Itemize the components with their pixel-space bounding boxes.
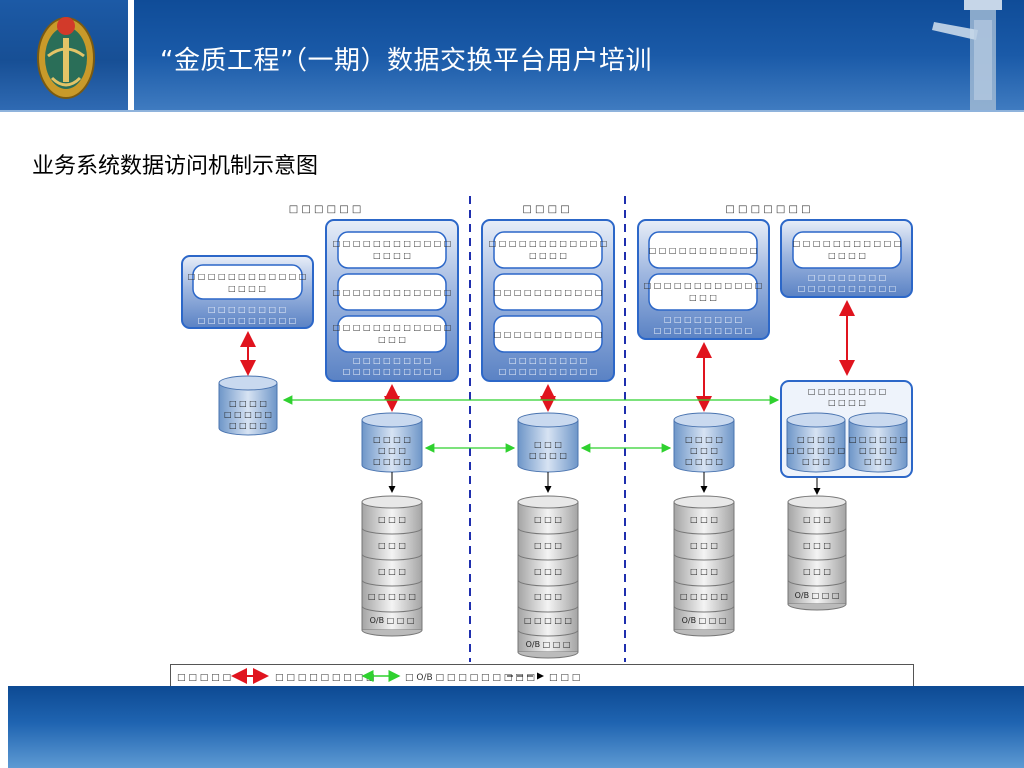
- database-icon: □ □ □ □□ □ □ □ □□ □ □ □: [218, 375, 278, 436]
- app-label: □ □ □ □ □ □ □ □ □ □ □□ □ □ □: [793, 239, 902, 260]
- database-icon: □ □ □ □ □ □□ □ □ □□ □ □: [848, 412, 908, 473]
- header-rule: [0, 110, 1024, 112]
- business-system-box: □ □ □ □ □ □ □ □ □ □ □ □ □ □ □ □ □ □ □ □ …: [637, 219, 770, 340]
- db-label: □ □ □ □ □ □□ □ □ □□ □ □: [849, 435, 907, 466]
- app-label: □ □ □ □ □ □ □ □ □ □ □ □□ □ □ □: [188, 272, 307, 293]
- app-label: □ □ □ □ □ □ □ □ □ □ □: [494, 288, 603, 297]
- section-label: □ □ □ □: [522, 204, 569, 215]
- title-band: [134, 0, 1024, 110]
- system-label: □ □ □ □ □ □ □ □: [509, 356, 587, 365]
- header-banner: “金质工程”（一期）数据交换平台用户培训: [0, 0, 1024, 110]
- system-label: □ □ □ □ □ □ □ □ □ □: [499, 367, 597, 376]
- db-label: □ □ □ □□ □ □ □ □ □□ □ □: [787, 435, 845, 466]
- system-label: □ □ □ □ □ □ □ □ □ □: [654, 326, 752, 335]
- customs-emblem-icon: [37, 17, 95, 99]
- app-label: □ □ □ □ □ □ □ □ □ □ □ □□ □ □: [644, 281, 763, 302]
- logo-panel: [0, 0, 128, 110]
- app-label: □ □ □ □ □ □ □ □ □ □ □: [649, 246, 758, 255]
- huabiao-column-icon: [932, 0, 1002, 110]
- stack-label: □ □ □: [690, 567, 718, 576]
- system-label: □ □ □ □ □ □ □ □: [208, 305, 286, 314]
- section-label: □ □ □ □ □ □ □: [725, 204, 810, 215]
- app-label: □ □ □ □ □ □ □ □ □ □ □ □□ □ □ □: [333, 239, 452, 260]
- stack-label: □ □ □: [534, 515, 562, 524]
- business-system-box: □ □ □ □ □ □ □ □ □ □ □ □□ □ □ □ □ □ □ □ □…: [481, 219, 615, 382]
- app-label: □ □ □ □ □ □ □ □ □ □ □: [494, 330, 603, 339]
- stack-label: O/B □ □ □: [370, 616, 415, 625]
- db-label: □ □ □□ □ □ □: [529, 440, 567, 460]
- app-label: □ □ □ □ □ □ □ □ □ □ □ □□ □ □: [333, 323, 452, 344]
- database-icon: □ □ □ □□ □ □□ □ □ □: [673, 412, 735, 473]
- stack-label: O/B □ □ □: [526, 640, 571, 649]
- app-label: □ □ □ □ □ □ □ □ □ □ □ □: [333, 288, 452, 297]
- stack-label: □ □ □: [378, 515, 406, 524]
- stack-label: □ □ □ □ □: [368, 592, 416, 601]
- database-icon: □ □ □ □□ □ □□ □ □ □: [361, 412, 423, 473]
- storage-stack: □ □ □ □ □ □ □ □ □ □ □ □ □ □ □ □ □ O/B □ …: [517, 495, 579, 659]
- stack-label: □ □ □: [803, 541, 831, 550]
- stack-label: □ □ □: [803, 567, 831, 576]
- page-title: 业务系统数据访问机制示意图: [32, 154, 319, 179]
- business-system-box: □ □ □ □ □ □ □ □ □ □ □ □□ □ □ □ □ □ □ □ □…: [181, 255, 314, 329]
- stack-label: □ □ □: [534, 592, 562, 601]
- section-label: □ □ □ □ □ □: [289, 204, 362, 215]
- footer-band: [8, 686, 1024, 768]
- legend-label: □ □ □ □ □: [177, 673, 231, 683]
- cluster-title: □ □ □ □ □ □ □ □□ □ □ □: [808, 387, 886, 407]
- stack-label: □ □ □: [534, 567, 562, 576]
- legend-graphic: □ □ □ □ □ □ □ □ □ □ □ □ □ □ □ O/B □ □ □ …: [177, 668, 580, 684]
- db-label: □ □ □ □□ □ □□ □ □ □: [373, 435, 411, 466]
- stack-label: □ □ □: [690, 541, 718, 550]
- stack-label: □ □ □: [690, 515, 718, 524]
- system-label: □ □ □ □ □ □ □ □ □ □: [798, 284, 896, 293]
- stack-label: □ □ □ □ □: [680, 592, 728, 601]
- stack-label: □ □ □: [378, 567, 406, 576]
- business-system-box: □ □ □ □ □ □ □ □ □ □ □□ □ □ □ □ □ □ □ □ □…: [780, 219, 913, 298]
- system-label: □ □ □ □ □ □ □ □: [808, 273, 886, 282]
- stack-label: □ □ □: [534, 541, 562, 550]
- legend-label: □ O/B □ □ □ □ □ □ □ □ □: [405, 673, 535, 683]
- legend-label: □ □ □: [549, 673, 580, 683]
- business-system-box: □ □ □ □ □ □ □ □ □ □ □ □□ □ □ □ □ □ □ □ □…: [325, 219, 459, 382]
- stack-label: O/B □ □ □: [795, 591, 840, 600]
- system-label: □ □ □ □ □ □ □ □: [664, 315, 742, 324]
- db-label: □ □ □ □□ □ □ □ □□ □ □ □: [224, 399, 272, 430]
- storage-stack: □ □ □ □ □ □ □ □ □ □ □ □ □ □ O/B □ □ □: [361, 495, 423, 637]
- db-label: □ □ □ □□ □ □□ □ □ □: [685, 435, 723, 466]
- stack-label: □ □ □: [803, 515, 831, 524]
- stack-label: O/B □ □ □: [682, 616, 727, 625]
- database-icon: □ □ □□ □ □ □: [517, 412, 579, 473]
- stack-label: □ □ □ □ □: [524, 616, 572, 625]
- storage-stack: □ □ □ □ □ □ □ □ □ O/B □ □ □: [787, 495, 847, 611]
- header-title: “金质工程”（一期）数据交换平台用户培训: [160, 46, 652, 76]
- legend: □ □ □ □ □ □ □ □ □ □ □ □ □ □ □ O/B □ □ □ …: [170, 664, 914, 688]
- app-label: □ □ □ □ □ □ □ □ □ □ □ □□ □ □ □: [489, 239, 608, 260]
- storage-stack: □ □ □ □ □ □ □ □ □ □ □ □ □ □ O/B □ □ □: [673, 495, 735, 637]
- legend-label: □ □ □ □ □ □ □ □ □: [275, 673, 374, 683]
- database-icon: □ □ □ □□ □ □ □ □ □□ □ □: [786, 412, 846, 473]
- system-label: □ □ □ □ □ □ □ □ □ □: [198, 316, 296, 325]
- system-label: □ □ □ □ □ □ □ □: [353, 356, 431, 365]
- stack-label: □ □ □: [378, 541, 406, 550]
- system-label: □ □ □ □ □ □ □ □ □ □: [343, 367, 441, 376]
